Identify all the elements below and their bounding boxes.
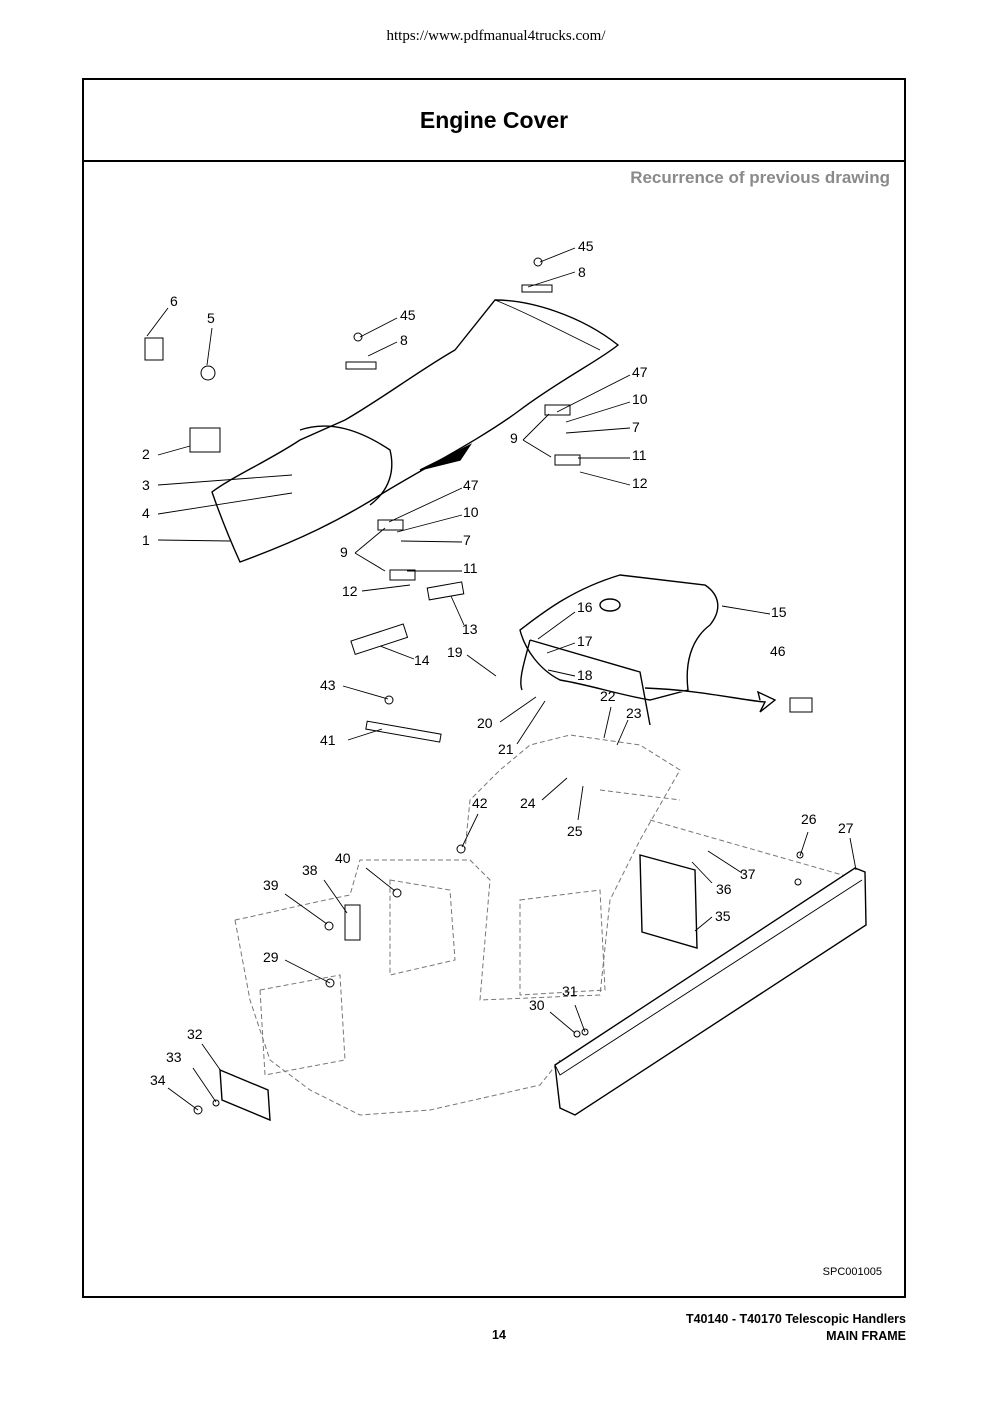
callout-4: 4 (142, 505, 150, 521)
callout-2: 2 (142, 446, 150, 462)
callout-26: 26 (801, 811, 817, 827)
callout-22: 22 (600, 688, 616, 704)
callout-32: 32 (187, 1026, 203, 1042)
callout-23: 23 (626, 705, 642, 721)
callout-11: 11 (463, 560, 478, 576)
callout-27: 27 (838, 820, 854, 836)
footer-manual-info: T40140 - T40170 Telescopic Handlers MAIN… (686, 1311, 906, 1345)
chassis-outline (234, 734, 861, 1116)
callout-8: 8 (578, 264, 586, 280)
callout-7: 7 (632, 419, 640, 435)
callout-36: 36 (716, 881, 732, 897)
callout-21: 21 (498, 741, 514, 757)
engine-cover-part (211, 299, 620, 563)
callout-31: 31 (562, 983, 578, 999)
callout-25: 25 (567, 823, 583, 839)
callout-7: 7 (463, 532, 471, 548)
callout-29: 29 (263, 949, 279, 965)
callout-33: 33 (166, 1049, 182, 1065)
callout-20: 20 (477, 715, 493, 731)
callout-45: 45 (578, 238, 594, 254)
drawing-code: SPC001005 (822, 1266, 882, 1278)
callout-46: 46 (770, 643, 786, 659)
drawing-frame: Engine Cover Recurrence of previous draw… (82, 78, 906, 1298)
callout-1: 1 (142, 532, 150, 548)
title-box: Engine Cover (84, 80, 904, 162)
callout-45: 45 (400, 307, 416, 323)
callout-10: 10 (632, 391, 648, 407)
engine-side-cover-part (519, 574, 777, 726)
callout-40: 40 (335, 850, 351, 866)
callout-30: 30 (529, 997, 545, 1013)
callout-3: 3 (142, 477, 150, 493)
callout-38: 38 (302, 862, 318, 878)
callout-19: 19 (447, 644, 463, 660)
footer-section: MAIN FRAME (826, 1329, 906, 1343)
small-hardware (144, 257, 813, 1115)
callout-24: 24 (520, 795, 536, 811)
callout-14: 14 (414, 652, 430, 668)
callout-17: 17 (577, 633, 593, 649)
callout-12: 12 (632, 475, 648, 491)
callout-9: 9 (510, 430, 518, 446)
footer-manual-title: T40140 - T40170 Telescopic Handlers (685, 1312, 906, 1326)
callout-47: 47 (632, 364, 648, 380)
callout-35: 35 (715, 908, 731, 924)
callout-11: 11 (632, 447, 647, 463)
callout-16: 16 (577, 599, 593, 615)
callout-6: 6 (170, 293, 178, 309)
callout-12: 12 (342, 583, 358, 599)
callout-8: 8 (400, 332, 408, 348)
callout-18: 18 (577, 667, 593, 683)
callout-42: 42 (472, 795, 488, 811)
callout-34: 34 (150, 1072, 166, 1088)
recurrence-note: Recurrence of previous drawing (630, 168, 890, 187)
callout-5: 5 (207, 310, 215, 326)
callout-leaders (146, 247, 857, 1111)
callout-47: 47 (463, 477, 479, 493)
page-title: Engine Cover (419, 106, 569, 133)
source-url[interactable]: https://www.pdfmanual4trucks.com/ (386, 28, 606, 44)
callout-10: 10 (463, 504, 479, 520)
callout-37: 37 (740, 866, 756, 882)
callout-39: 39 (263, 877, 279, 893)
page-number: 14 (492, 1328, 506, 1342)
callout-41: 41 (320, 732, 336, 748)
callout-9: 9 (340, 544, 348, 560)
callout-43: 43 (320, 677, 336, 693)
side-panel-part (219, 854, 867, 1122)
callout-15: 15 (771, 604, 787, 620)
callout-13: 13 (462, 621, 478, 637)
